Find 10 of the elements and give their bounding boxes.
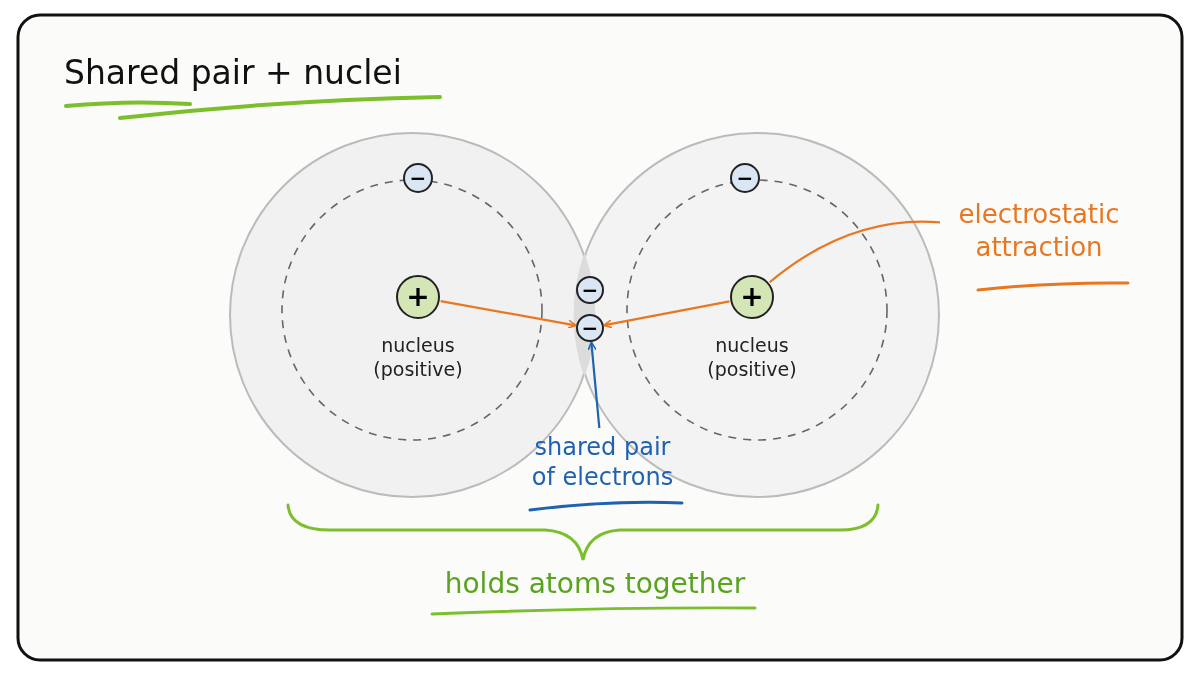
- arrow: [587, 341, 601, 429]
- callout-label: shared pair of electrons: [520, 432, 685, 492]
- node-caption: nucleus (positive): [372, 334, 464, 382]
- arrow: [603, 300, 730, 329]
- callout-label: electrostatic attraction: [944, 198, 1134, 263]
- node-caption: nucleus (positive): [706, 334, 798, 382]
- leader-line: [768, 220, 941, 284]
- brace-label: holds atoms together: [443, 566, 747, 601]
- title: Shared pair + nuclei: [64, 52, 402, 94]
- arrow: [440, 300, 577, 329]
